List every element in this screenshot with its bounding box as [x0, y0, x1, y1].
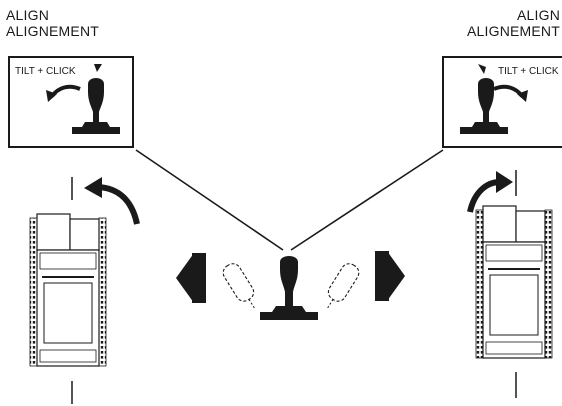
right-tray-group: [467, 170, 553, 398]
left-click-pointer-icon: [94, 64, 102, 72]
right-inset-panel: TILT + CLICK: [442, 56, 562, 148]
left-align-label: ALIGN ALIGNEMENT: [6, 7, 99, 39]
left-tray-body: [29, 213, 107, 367]
left-inset-joystick-icon: [72, 78, 120, 134]
right-click-pointer-icon: [478, 64, 486, 74]
right-inset-joystick-icon: [460, 78, 508, 134]
left-direction-arrow: [176, 253, 206, 303]
left-tray-group: [29, 177, 140, 404]
joystick-ghost-right-icon: [326, 263, 360, 310]
left-rotate-arrow: [97, 184, 140, 225]
connector-line-right: [290, 149, 444, 251]
right-inset-arrowhead: [517, 90, 528, 102]
right-tray-body: [475, 205, 553, 359]
left-align-title: ALIGN: [6, 7, 50, 23]
joystick-center-icon: [260, 256, 318, 320]
connector-line-left: [135, 149, 284, 251]
left-rotate-arrowhead: [84, 177, 102, 198]
right-align-label: ALIGN ALIGNEMENT: [467, 7, 560, 39]
joystick-ghost-left-icon: [222, 263, 256, 310]
right-rotate-arrowhead: [496, 171, 513, 193]
left-alignement-title: ALIGNEMENT: [6, 23, 100, 39]
left-inset-panel: TILT + CLICK: [8, 56, 134, 148]
right-tilt-click-tag: TILT + CLICK: [498, 66, 559, 77]
left-tilt-click-tag: TILT + CLICK: [15, 66, 76, 77]
left-inset-arrowhead: [46, 90, 57, 102]
right-alignement-title: ALIGNEMENT: [466, 23, 560, 39]
right-inset-drawing: [460, 64, 528, 134]
right-align-title: ALIGN: [516, 7, 560, 23]
left-inset-drawing: [46, 64, 120, 134]
right-direction-arrow: [375, 251, 405, 301]
